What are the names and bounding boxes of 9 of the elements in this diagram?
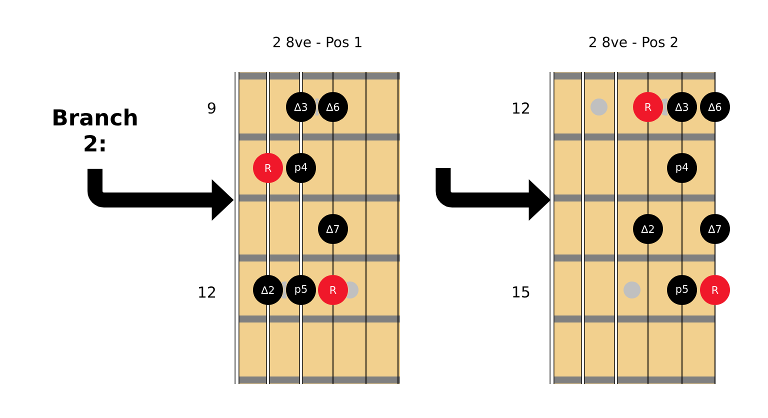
fret-number: 9 [208,102,216,114]
fret-number: 12 [513,102,529,114]
branch-heading: Branch 2: [54,108,137,152]
dot [590,98,608,116]
fret-number: 12 [199,286,215,298]
fretboard-title: 2 8ve - Pos 2 [589,36,678,48]
dot [624,282,640,298]
fretboard-title: 2 8ve - Pos 1 [273,36,362,48]
fret-number: 15 [513,286,530,298]
